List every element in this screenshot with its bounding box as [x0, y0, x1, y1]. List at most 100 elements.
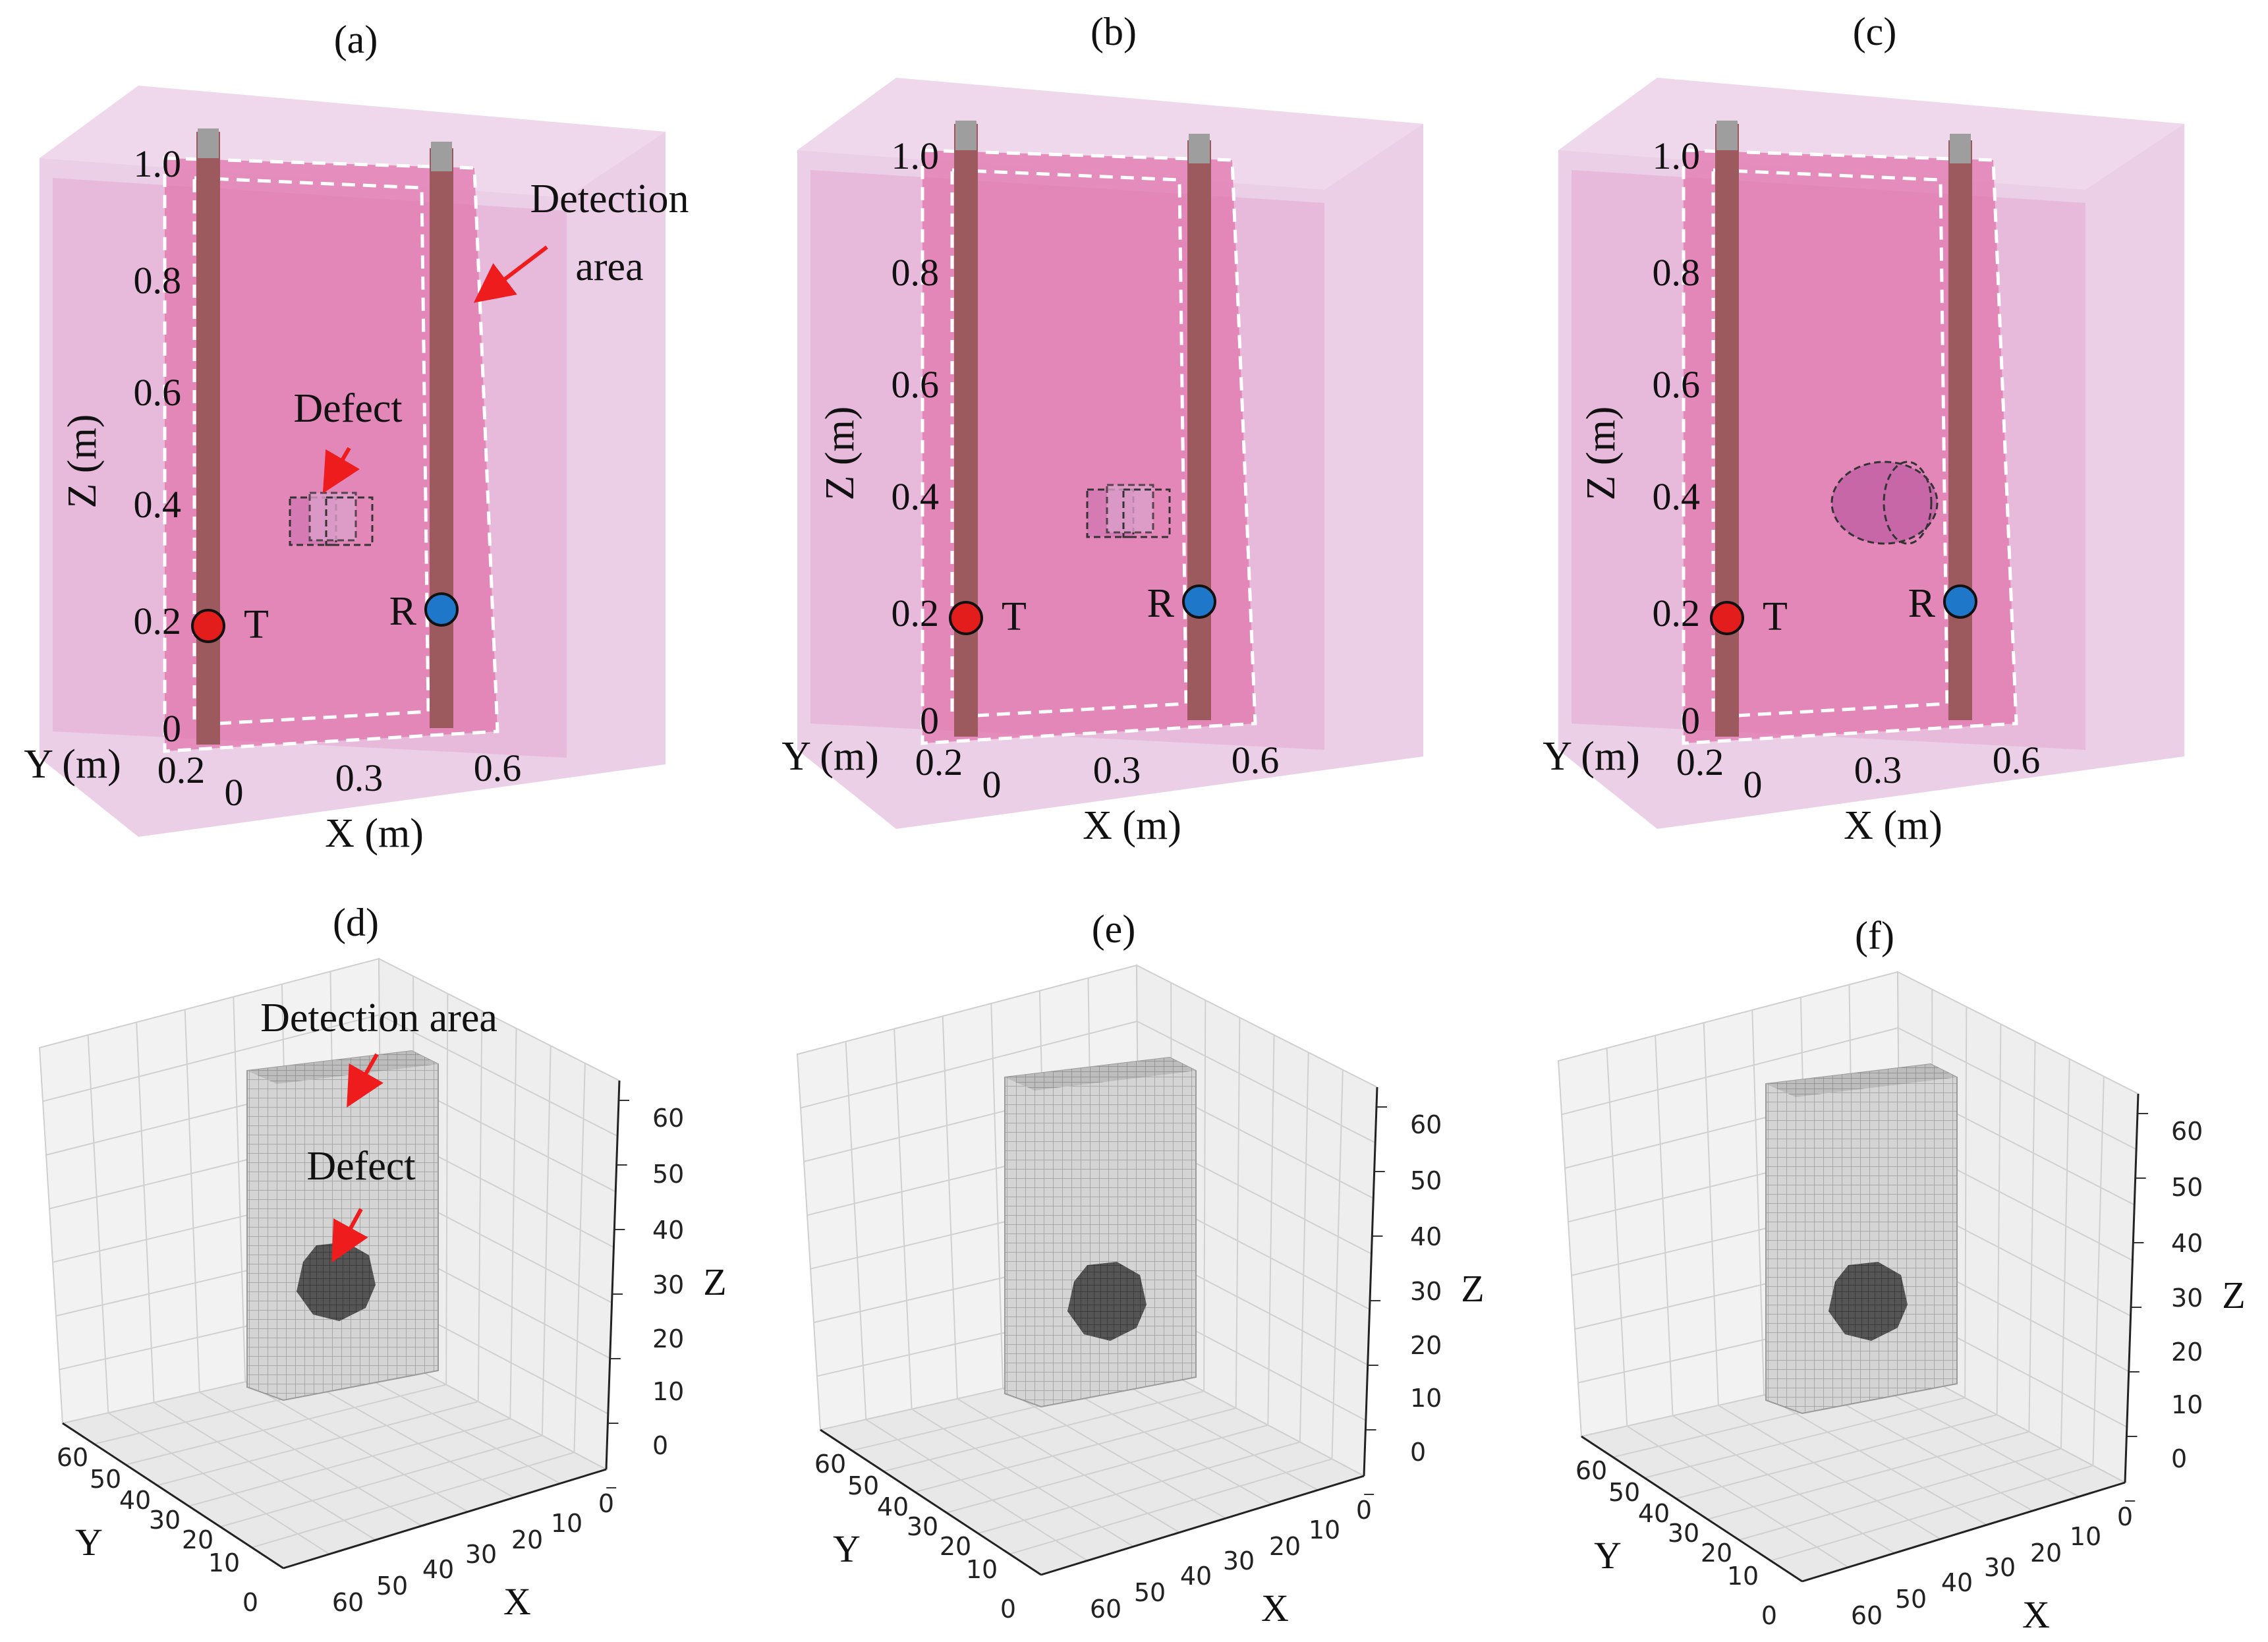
x-axis-label: X	[1261, 1587, 1289, 1629]
left-borehole	[1715, 124, 1739, 737]
y-tick-label: 30	[1668, 1519, 1699, 1548]
grid-line	[845, 1041, 867, 1420]
grid-line	[509, 1028, 517, 1419]
z-tick-label: 0.6	[1653, 363, 1701, 406]
grid-line	[1606, 1048, 1628, 1427]
grid-line	[1048, 1377, 1272, 1505]
grid-line	[184, 1009, 200, 1392]
defect-cylinder	[1830, 461, 1939, 545]
x-tick-label: 40	[422, 1555, 454, 1584]
y-tick-label: 30	[149, 1506, 181, 1535]
grid-line	[1996, 1024, 2002, 1415]
x-axis-line	[1040, 1475, 1365, 1576]
grid-line	[1644, 1397, 1966, 1479]
z-tick-label: 30	[2171, 1284, 2203, 1313]
grid-line	[1235, 1017, 1241, 1409]
z-tick-label: 0.6	[892, 363, 940, 406]
left-borehole-cap	[1716, 121, 1738, 150]
grid-line	[42, 1014, 380, 1102]
defect-annotation: Defect	[306, 1144, 415, 1189]
detection-area-inner-outline	[1711, 168, 1949, 719]
right-borehole	[1948, 140, 1972, 720]
z-tick-label: 30	[652, 1270, 684, 1299]
grid-line	[1707, 1430, 2029, 1520]
y-axis-label: Y (m)	[781, 734, 879, 779]
detection-area-outline	[163, 156, 499, 753]
grid-line	[220, 1434, 543, 1528]
y-tick-label: 40	[119, 1486, 151, 1515]
x-axis-line	[1801, 1481, 2126, 1583]
left-borehole-cap	[955, 121, 977, 150]
z-tick-label: 10	[2171, 1390, 2203, 1419]
z-tick-label: 0.2	[1653, 592, 1701, 635]
x-tick-label: 0.3	[335, 756, 383, 799]
grid-line	[1009, 1458, 1332, 1555]
grid-line	[978, 1441, 1301, 1535]
z-tick-label: 1.0	[1653, 134, 1701, 177]
detection-area-plane	[922, 150, 1255, 743]
grid-line	[541, 1046, 552, 1436]
x-tick-label: 0	[2117, 1502, 2133, 1531]
x-tick-label: 30	[1984, 1553, 2016, 1582]
defect-arrow	[331, 1208, 368, 1263]
panel-label: (f)	[1855, 914, 1894, 957]
defect-voxels	[1829, 1262, 1908, 1341]
detection-voxel-block	[1765, 1063, 1958, 1415]
detection-arrow	[473, 245, 548, 303]
x-tick-label: 10	[1309, 1515, 1340, 1544]
x-tick-label: 20	[2030, 1539, 2062, 1568]
z-tick-label: 0	[652, 1431, 668, 1460]
grid-line	[2028, 1041, 2036, 1432]
grid-line	[2060, 1059, 2070, 1449]
z-tick-label: 0.4	[1653, 475, 1701, 518]
grid-line	[1703, 1023, 1719, 1405]
detection-annotation-line2: area	[575, 244, 643, 289]
defect-cylinder-end	[1883, 461, 1933, 545]
x-tick-label: 30	[1223, 1546, 1255, 1575]
z-tick-label: 0.8	[892, 251, 940, 294]
receiver-marker	[424, 592, 459, 627]
y-tick-label: 50	[90, 1465, 121, 1494]
z-tick-label: 0.8	[134, 259, 182, 302]
detection-annotation: Detection area	[260, 996, 497, 1040]
x-tick-label: 60	[1090, 1595, 1121, 1624]
x-tick-label: 40	[1180, 1562, 1212, 1591]
right-borehole-cap	[431, 142, 452, 171]
y-axis-line	[62, 1422, 284, 1570]
detection-area-inner-outline	[950, 168, 1188, 719]
detection-arrow	[347, 1053, 383, 1108]
z-tick-label: 60	[1410, 1110, 1442, 1139]
z-tick-label: 1.0	[134, 142, 182, 185]
detection-voxel-block	[246, 1050, 439, 1401]
x-tick-label: 50	[376, 1571, 408, 1600]
z-tick-label: 50	[2171, 1173, 2203, 1202]
y-tick-label: 10	[208, 1548, 240, 1577]
grid-line	[188, 1417, 511, 1507]
y-tick-label: 50	[847, 1471, 879, 1500]
x-tick-label: 0.6	[474, 747, 522, 789]
right-borehole	[430, 148, 453, 728]
y-axis-label: Y	[1594, 1534, 1622, 1577]
y-tick-label: 60	[57, 1443, 88, 1472]
z-tick-label: 50	[1410, 1166, 1442, 1195]
grid-line	[1561, 1027, 1898, 1116]
panel-label: (c)	[1853, 10, 1897, 53]
y-tick-label: 50	[1608, 1478, 1640, 1507]
y-tick-label: 0	[1000, 1595, 1016, 1624]
grid-line	[1770, 1465, 2093, 1562]
y-tick-label: 0.2	[1676, 741, 1724, 783]
grid-line	[477, 1011, 483, 1402]
right-borehole-cap	[1189, 134, 1210, 163]
z-axis-label: Z	[1461, 1267, 1484, 1310]
x-tick-label: 50	[1134, 1578, 1166, 1607]
transmitter-marker	[949, 601, 983, 635]
x-tick-label: 20	[511, 1525, 543, 1554]
grid-line	[154, 1401, 376, 1541]
y-tick-label: 60	[814, 1450, 846, 1479]
grid-line	[865, 1419, 1088, 1562]
grid-line	[990, 1003, 1004, 1389]
panel-label: (b)	[1091, 10, 1137, 53]
z-axis-label: Z (m)	[60, 414, 105, 509]
